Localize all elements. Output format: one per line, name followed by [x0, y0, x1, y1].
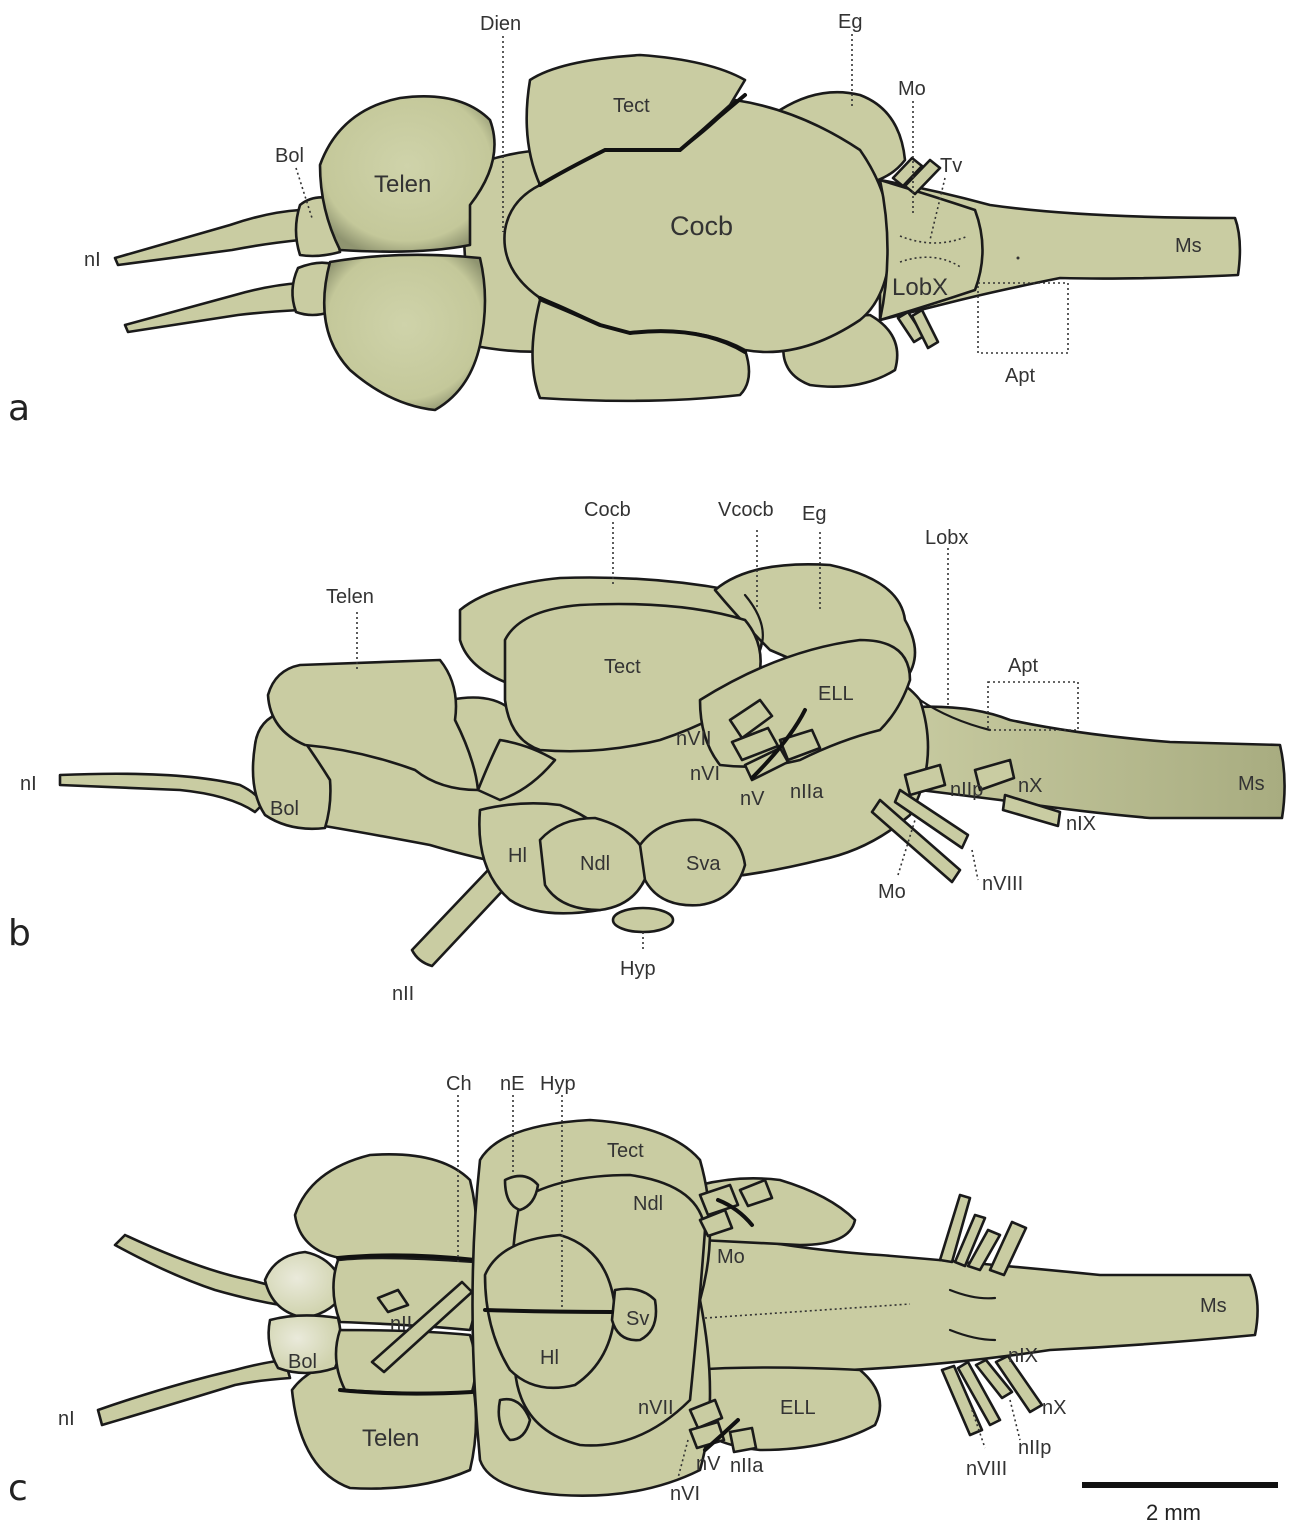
panel-a: Dien Eg Mo Tv Bol Tect Telen Cocb Ms nI …	[8, 11, 1240, 429]
label-nllp: nIIp	[1018, 1437, 1051, 1459]
panel-letter-b: b	[8, 913, 31, 954]
label-telen: Telen	[362, 1425, 419, 1452]
panel-letter-c: c	[8, 1468, 28, 1509]
label-mo: Mo	[898, 78, 926, 100]
label-cocb: Cocb	[584, 499, 631, 521]
label-nix: nIX	[1008, 1345, 1038, 1367]
midline-dot	[1017, 257, 1020, 260]
label-tect: Tect	[607, 1140, 644, 1162]
hypothalamus-fissure	[485, 1310, 612, 1312]
label-apt: Apt	[1008, 655, 1038, 677]
label-bol: Bol	[275, 145, 304, 167]
label-hl: Hl	[508, 845, 527, 867]
scale-bar-line	[1082, 1482, 1278, 1488]
olfactory-nerve-upper	[115, 1235, 285, 1305]
label-nlla: nIIa	[730, 1455, 764, 1477]
label-mo: Mo	[878, 881, 906, 903]
label-nvii: nVII	[676, 728, 712, 750]
panel-letter-a: a	[8, 388, 30, 429]
label-sv: Sv	[626, 1308, 649, 1330]
olfactory-nerve-lower	[98, 1360, 290, 1425]
label-nii: nII	[392, 983, 414, 1005]
olfactory-nerve-lower	[125, 283, 300, 332]
label-tv: Tv	[940, 155, 962, 177]
label-eg: Eg	[838, 11, 862, 33]
leader-nllp	[1010, 1400, 1020, 1440]
label-eg: Eg	[802, 503, 826, 525]
label-ms: Ms	[1200, 1295, 1227, 1317]
olfactory-nerve-upper	[115, 210, 300, 265]
label-hyp: Hyp	[620, 958, 656, 980]
hypophysis	[613, 908, 673, 932]
label-telen: Telen	[374, 171, 431, 198]
label-ms: Ms	[1238, 773, 1265, 795]
label-ne: nE	[500, 1073, 524, 1095]
olfactory-nerve	[60, 774, 262, 812]
label-nv: nV	[696, 1453, 721, 1475]
label-hyp: Hyp	[540, 1073, 576, 1095]
label-ell: ELL	[818, 683, 854, 705]
label-cocb: Cocb	[670, 211, 733, 241]
label-nvii: nVII	[638, 1397, 674, 1419]
label-nviii: nVIII	[966, 1458, 1007, 1480]
label-nllp: nIIp	[950, 779, 983, 801]
label-tect: Tect	[613, 95, 650, 117]
label-mo: Mo	[717, 1246, 745, 1268]
label-nlla: nIIa	[790, 781, 824, 803]
panel-b: Cocb Vcocb Eg Lobx Telen Apt Tect ELL nV…	[8, 499, 1285, 1005]
label-nvi: nVI	[690, 763, 720, 785]
label-lobx: Lobx	[925, 527, 968, 549]
label-ni: nI	[84, 249, 101, 271]
label-tect: Tect	[604, 656, 641, 678]
label-nvi: nVI	[670, 1483, 700, 1505]
label-bol: Bol	[270, 798, 299, 820]
label-nviii: nVIII	[982, 873, 1023, 895]
medulla-spinalis	[880, 707, 1285, 818]
nerve-nlla-lower	[730, 1428, 756, 1452]
label-ch: Ch	[446, 1073, 472, 1095]
panel-c: Ch nE Hyp Tect Ndl Mo Ms nII Sv Hl Bol n…	[8, 1073, 1258, 1509]
label-ndl: Ndl	[633, 1193, 663, 1215]
label-nv: nV	[740, 788, 765, 810]
label-nx: nX	[1018, 775, 1042, 797]
label-bol: Bol	[288, 1351, 317, 1373]
label-ms: Ms	[1175, 235, 1202, 257]
label-ndl: Ndl	[580, 853, 610, 875]
label-telen: Telen	[326, 586, 374, 608]
leader-nviii	[972, 850, 978, 880]
scale-bar-label: 2 mm	[1146, 1500, 1201, 1525]
label-apt: Apt	[1005, 365, 1035, 387]
label-nii: nII	[390, 1313, 412, 1335]
label-hl: Hl	[540, 1347, 559, 1369]
scale-bar: 2 mm	[1082, 1482, 1278, 1525]
label-vcocb: Vcocb	[718, 499, 774, 521]
label-ni: nI	[20, 773, 37, 795]
label-nx: nX	[1042, 1397, 1066, 1419]
telencephalon-lower	[324, 255, 485, 410]
label-sva: Sva	[686, 853, 721, 875]
label-ni: nI	[58, 1408, 75, 1430]
label-lobx: LobX	[892, 274, 948, 301]
telencephalon-upper	[295, 1154, 477, 1260]
label-ell: ELL	[780, 1397, 816, 1419]
label-dien: Dien	[480, 13, 521, 35]
label-nix: nIX	[1066, 813, 1096, 835]
